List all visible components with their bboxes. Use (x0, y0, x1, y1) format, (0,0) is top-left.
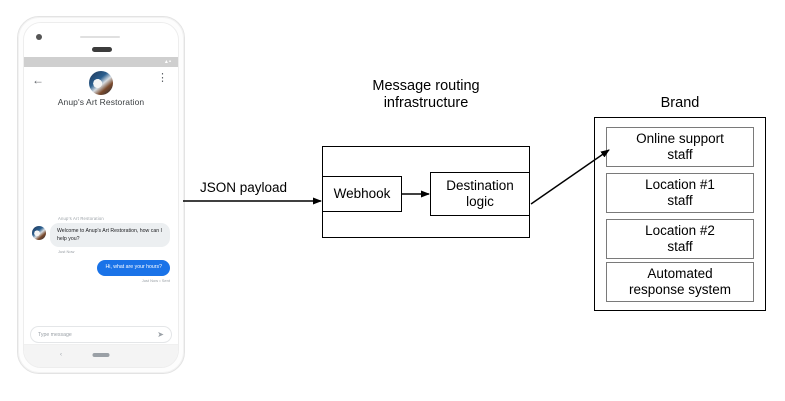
chat-app-bar: ← ⋮ Anup's Art Restoration (24, 67, 178, 121)
brand-box-label: Location #2 staff (645, 223, 715, 254)
sensor-strip (80, 36, 120, 38)
brand-box-label: Online support staff (636, 131, 724, 162)
destination-logic-box-label: Destination logic (446, 178, 514, 209)
status-bar: ▴▪ (24, 57, 178, 67)
front-camera-icon (36, 34, 42, 40)
brand-name-title: Anup's Art Restoration (57, 97, 145, 107)
phone-mockup: ▴▪ ← ⋮ Anup's Art Restoration Anup's Art… (17, 16, 185, 374)
message-thread: Anup's Art Restoration Welcome to Anup's… (32, 216, 170, 283)
brand-title: Brand (660, 95, 700, 111)
nav-back-icon[interactable]: ‹ (60, 352, 62, 358)
status-bar-icons: ▴▪ (164, 59, 172, 65)
message-input-placeholder[interactable]: Type message (38, 331, 72, 338)
agent-avatar (32, 226, 46, 241)
agent-sender-label: Anup's Art Restoration (58, 216, 104, 222)
android-nav-bar: ‹ (24, 344, 178, 367)
brand-avatar (89, 71, 113, 95)
kebab-menu-icon[interactable]: ⋮ (157, 72, 168, 84)
earpiece-speaker (92, 47, 112, 52)
message-composer[interactable]: Type message ➤ (30, 326, 172, 343)
brand-box-location-1-staff[interactable]: Location #1 staff (606, 173, 754, 213)
brand-box-label: Location #1 staff (645, 177, 715, 208)
incoming-message-row: Welcome to Anup's Art Restoration, how c… (32, 223, 170, 248)
destination-logic-box[interactable]: Destination logic (430, 172, 530, 216)
outgoing-message-timestamp: Just Now • Sent (141, 278, 170, 283)
back-arrow-icon[interactable]: ← (32, 73, 44, 87)
brand-box-label: Automated response system (628, 266, 732, 297)
webhook-box[interactable]: Webhook (322, 176, 402, 212)
outgoing-message-bubble: Hi, what are your hours? (97, 260, 170, 276)
send-icon[interactable]: ➤ (157, 329, 164, 339)
edge-label-json-payload: JSON payload (200, 180, 288, 195)
incoming-message-timestamp: Just Now (58, 249, 75, 255)
brand-box-location-2-staff[interactable]: Location #2 staff (606, 219, 754, 259)
incoming-message-bubble: Welcome to Anup's Art Restoration, how c… (50, 223, 170, 248)
brand-box-automated-response-system[interactable]: Automated response system (606, 262, 754, 302)
brand-box-online-support-staff[interactable]: Online support staff (606, 127, 754, 167)
phone-top-bezel (24, 23, 178, 57)
routing-title: Message routing infrastructure (372, 78, 480, 111)
nav-home-pill[interactable] (92, 353, 110, 357)
chat-message-area: Anup's Art Restoration Welcome to Anup's… (24, 121, 178, 325)
phone-screen: ▴▪ ← ⋮ Anup's Art Restoration Anup's Art… (23, 22, 179, 368)
webhook-box-label: Webhook (333, 186, 391, 201)
outgoing-message-row: Hi, what are your hours? (32, 260, 170, 276)
